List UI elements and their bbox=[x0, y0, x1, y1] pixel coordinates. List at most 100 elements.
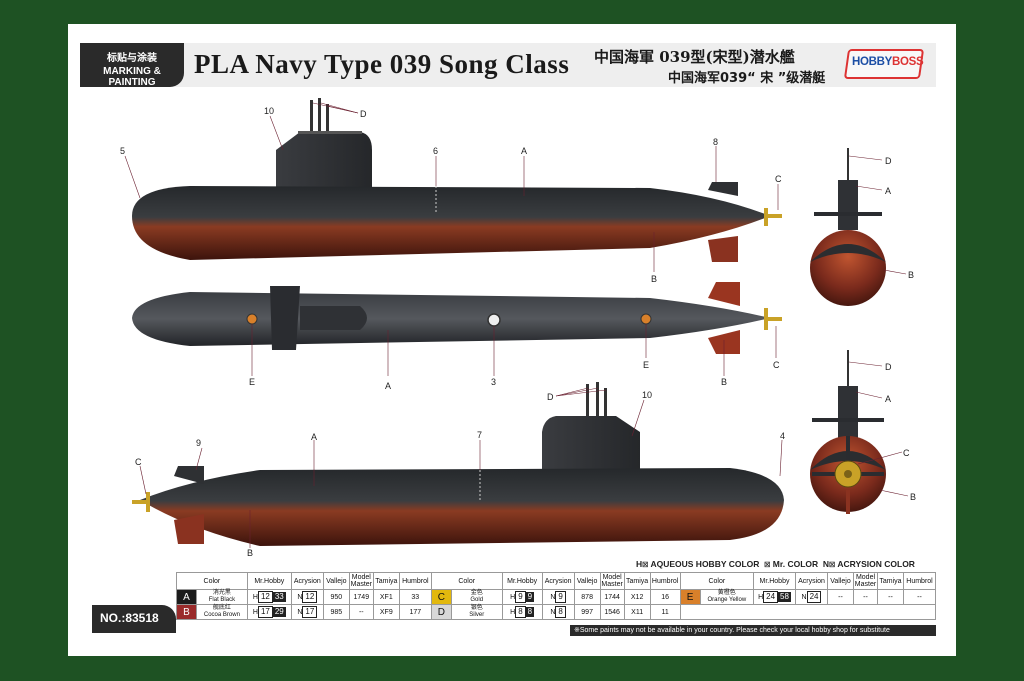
callout-label: C bbox=[773, 360, 780, 370]
stern-plane bbox=[708, 282, 740, 306]
periscope-mast bbox=[310, 100, 313, 133]
antenna-mast bbox=[326, 104, 329, 133]
callout-label: 5 bbox=[120, 146, 125, 156]
vallejo-code: -- bbox=[827, 589, 854, 605]
model-master-code: -- bbox=[853, 589, 878, 605]
stern-plane bbox=[860, 472, 884, 476]
hull-upper bbox=[810, 244, 886, 262]
propeller-shaft bbox=[768, 317, 782, 321]
upper-rudder bbox=[174, 466, 204, 484]
callout-label: D bbox=[360, 109, 367, 119]
callout-label: 3 bbox=[491, 377, 496, 387]
sail bbox=[276, 132, 372, 190]
callout-label: E bbox=[249, 377, 255, 387]
color-swatch-C: C bbox=[430, 589, 452, 605]
callout-label: B bbox=[651, 274, 657, 284]
page-title-cn-1: 中国海軍 039型(宋型)潜水艦 bbox=[594, 48, 795, 66]
lower-rudder bbox=[708, 236, 738, 262]
tamiya-code: X12 bbox=[623, 589, 651, 605]
upper-rudder bbox=[846, 436, 850, 460]
side-view-bottom bbox=[132, 382, 784, 546]
callout-label: A bbox=[521, 146, 527, 156]
propeller-hub bbox=[844, 470, 852, 478]
page-title-cn-2: 中国海军039“ 宋 ”级潜艇 bbox=[668, 71, 826, 86]
humbrol-code: -- bbox=[903, 589, 936, 605]
callout-label: B bbox=[721, 377, 727, 387]
header-label-box bbox=[80, 43, 184, 87]
humbrol-code: 16 bbox=[649, 589, 681, 605]
callout-label: 10 bbox=[642, 390, 652, 400]
header-en-label: MARKING & PAINTING bbox=[103, 66, 161, 88]
humbrol-code: 177 bbox=[398, 604, 432, 620]
callout-label: D bbox=[885, 156, 892, 166]
vallejo-code: 950 bbox=[322, 589, 350, 605]
callout-leaders-rear bbox=[848, 361, 909, 497]
paint-brand-legend: H☒ AQUEOUS HOBBY COLOR ☒ Mr. COLOR N☒ AC… bbox=[636, 559, 915, 569]
color-swatch-E: E bbox=[679, 589, 701, 605]
header-band bbox=[80, 43, 936, 87]
callout-label: 10 bbox=[264, 106, 274, 116]
callout-label: C bbox=[775, 174, 782, 184]
model-master-code: -- bbox=[348, 604, 374, 620]
rear-view bbox=[810, 350, 886, 514]
callout-label: D bbox=[547, 392, 554, 402]
callout-label: D bbox=[885, 362, 892, 372]
hull bbox=[140, 468, 784, 546]
callout-label: B bbox=[247, 548, 253, 558]
hull-top bbox=[132, 292, 770, 346]
hull bbox=[132, 186, 770, 260]
periscope-mast bbox=[318, 98, 321, 133]
humbrol-code: 11 bbox=[649, 604, 681, 620]
propeller bbox=[146, 492, 150, 512]
callout-label: A bbox=[885, 186, 891, 196]
stern-plane bbox=[812, 472, 836, 476]
tamiya-code: X11 bbox=[623, 604, 651, 620]
hull-front bbox=[810, 230, 886, 306]
brand-logo-text: HOBBYBOSS bbox=[852, 56, 924, 68]
sail-top bbox=[300, 306, 367, 330]
sail bbox=[542, 416, 640, 474]
page-title: PLA Navy Type 039 Song Class bbox=[194, 49, 570, 79]
antenna-mast bbox=[604, 388, 607, 418]
color-swatch-D: D bbox=[430, 604, 452, 620]
footnote: ※Some paints may not be available in you… bbox=[570, 625, 936, 636]
callout-leaders-side1 bbox=[124, 102, 779, 272]
color-swatch-A: A bbox=[176, 589, 197, 605]
tamiya-code: -- bbox=[877, 589, 904, 605]
hatch-marking bbox=[640, 313, 652, 325]
callout-label: E bbox=[643, 360, 649, 370]
vallejo-code: 878 bbox=[573, 589, 601, 605]
vallejo-code: 985 bbox=[322, 604, 350, 620]
front-view bbox=[810, 148, 886, 306]
paint-table: Color Mr.Hobby Acrysion Vallejo Model Ma… bbox=[176, 572, 937, 620]
paint-table-header: Color Mr.Hobby Acrysion Vallejo Model Ma… bbox=[176, 572, 936, 590]
propeller bbox=[764, 308, 768, 330]
periscope-mast bbox=[586, 384, 589, 418]
mast bbox=[847, 148, 849, 180]
bow-planes bbox=[270, 286, 300, 350]
decal-3 bbox=[487, 313, 501, 327]
model-master-code: 1744 bbox=[599, 589, 625, 605]
periscope-mast bbox=[596, 382, 599, 418]
propeller bbox=[764, 208, 768, 226]
callout-label: C bbox=[135, 457, 142, 467]
callout-label: C bbox=[903, 448, 910, 458]
product-number: NO.:83518 bbox=[92, 605, 176, 633]
sail-planes bbox=[814, 212, 882, 216]
propeller-shaft bbox=[768, 214, 782, 218]
callout-label: B bbox=[908, 270, 914, 280]
